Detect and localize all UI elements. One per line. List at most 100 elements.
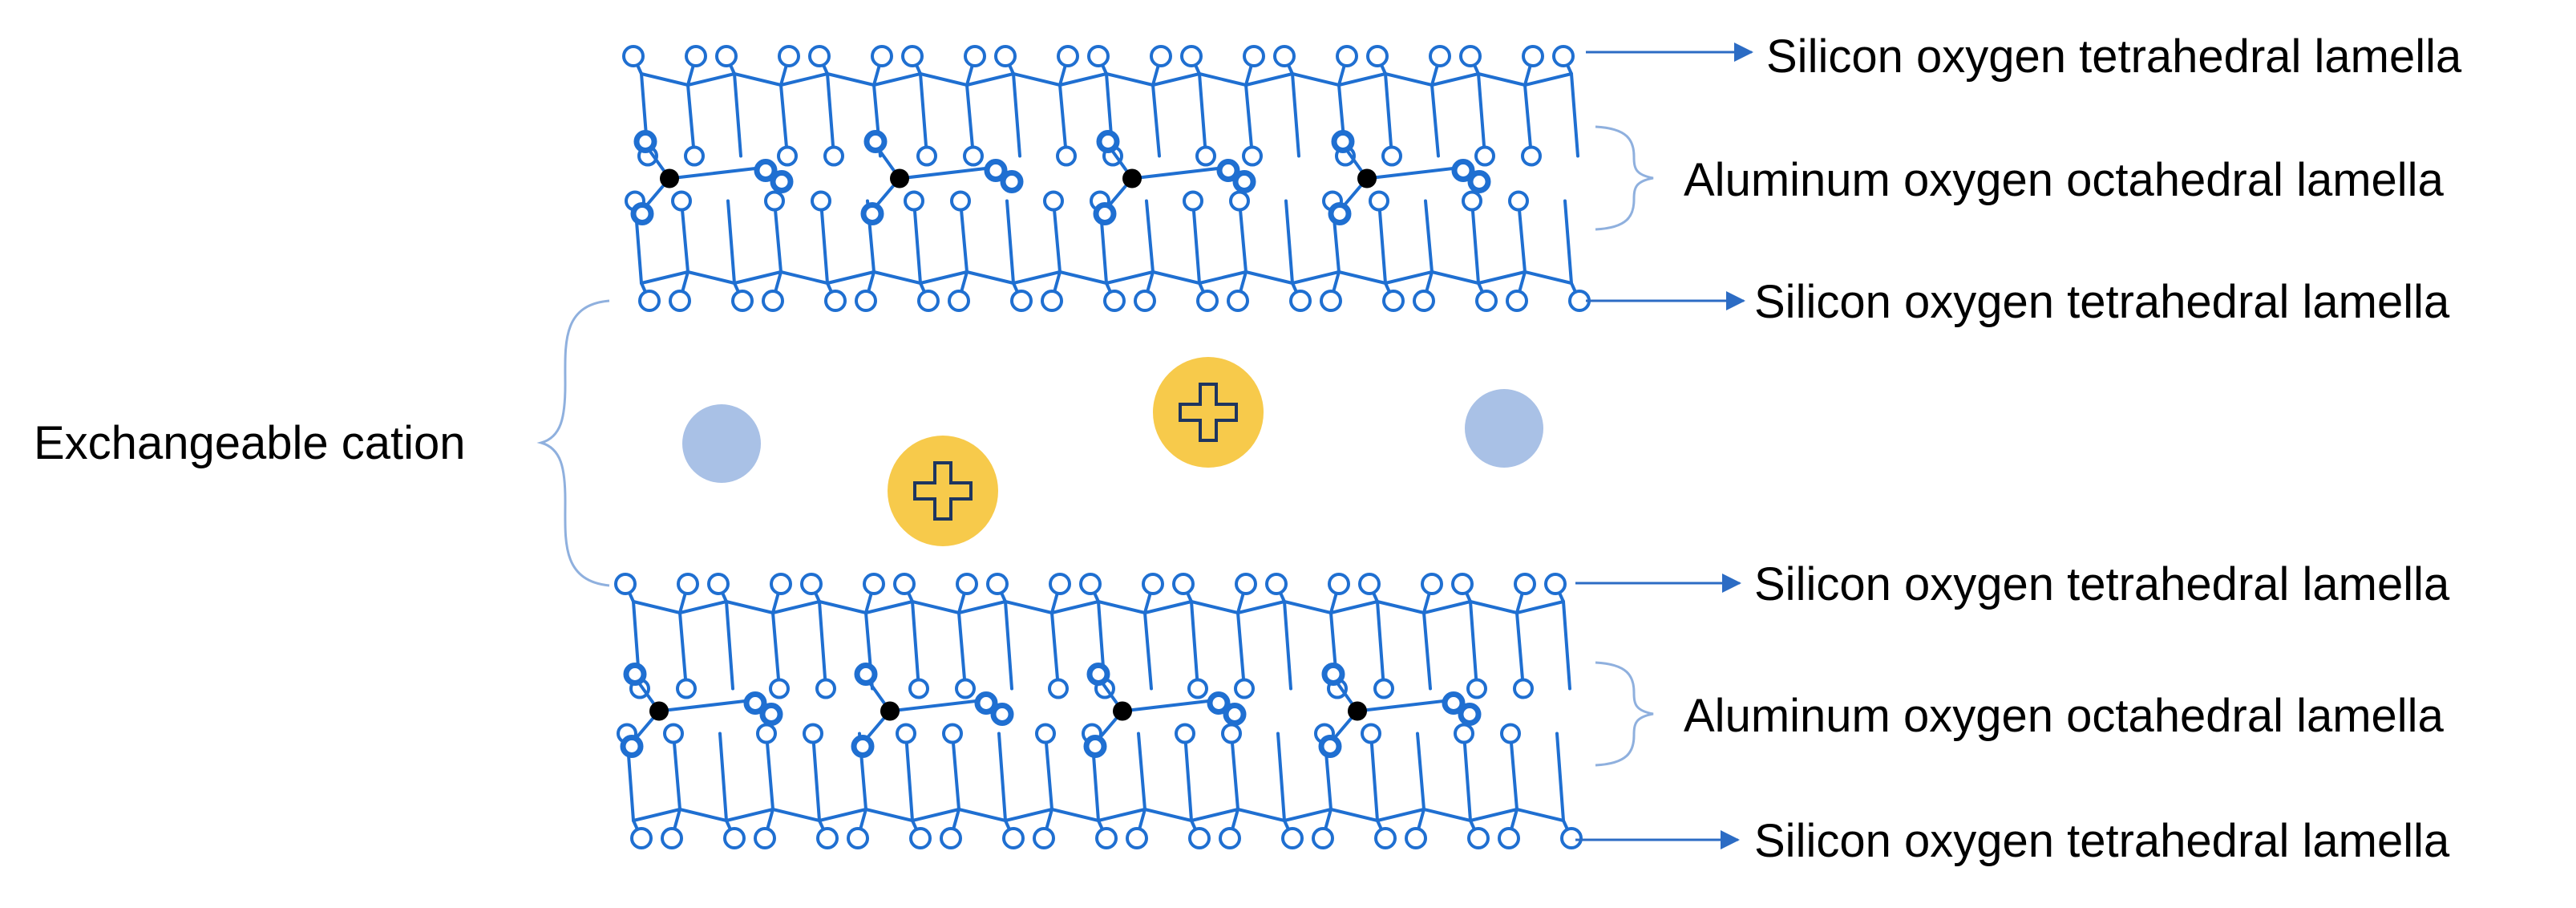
bond <box>1356 698 1455 713</box>
oxygen-atom <box>1451 573 1474 595</box>
bond <box>1284 199 1294 285</box>
bond <box>1469 600 1478 691</box>
oxygen-atom <box>986 573 1009 595</box>
oxygen-atom <box>777 145 798 167</box>
bond <box>826 72 835 158</box>
bond <box>959 199 969 274</box>
bond <box>1145 199 1155 274</box>
bond <box>678 611 688 691</box>
aluminum-atom <box>1113 701 1132 721</box>
hydroxyl-oxygen <box>1467 170 1491 193</box>
oxygen-atom <box>871 45 893 67</box>
oxygen-atom <box>1041 290 1063 312</box>
hydroxyl-oxygen <box>1321 663 1345 686</box>
bond <box>1198 72 1207 158</box>
bond <box>1517 199 1527 274</box>
oxygen-atom <box>1057 45 1079 67</box>
oxygen-atom <box>1429 45 1451 67</box>
oxygen-atom <box>661 827 683 849</box>
oxygen-atom <box>1229 190 1250 212</box>
bond <box>1143 611 1153 691</box>
oxygen-atom <box>1172 573 1195 595</box>
oxygen-atom <box>764 190 785 212</box>
cation-charged-1 <box>888 436 998 546</box>
oxygen-atom <box>1103 290 1126 312</box>
oxygen-atom <box>1035 723 1056 744</box>
oxygen-atom <box>731 290 754 312</box>
oxygen-atom <box>1196 290 1219 312</box>
oxygen-atom <box>964 45 986 67</box>
hydroxyl-oxygen <box>1318 735 1342 758</box>
oxygen-atom <box>1188 827 1211 849</box>
hydroxyl-oxygen <box>1096 130 1120 153</box>
oxygen-atom <box>803 723 823 744</box>
bond <box>718 732 728 822</box>
oxygen-atom <box>1374 827 1397 849</box>
oxygen-atom <box>800 573 823 595</box>
oxygen-atom <box>1459 45 1482 67</box>
oxygen-atom <box>1475 290 1498 312</box>
hydroxyl-oxygen <box>633 130 657 153</box>
oxygen-atom <box>1056 145 1077 167</box>
hydroxyl-oxygen <box>1232 170 1256 193</box>
oxygen-atom <box>671 190 692 212</box>
bond <box>657 698 757 713</box>
bond <box>771 611 781 691</box>
cation-plain-1 <box>682 404 761 483</box>
bond <box>1424 199 1434 274</box>
oxygen-atom <box>622 45 645 67</box>
hydroxyl-oxygen <box>1451 159 1475 182</box>
hydroxyl-oxygen <box>860 202 884 225</box>
oxygen-atom <box>1281 827 1304 849</box>
oxygen-atom <box>1358 573 1381 595</box>
oxygen-atom <box>1183 190 1203 212</box>
bond <box>1562 600 1571 691</box>
bond <box>672 732 681 811</box>
bond <box>965 83 975 158</box>
bond <box>726 199 736 285</box>
oxygen-atom <box>1336 45 1358 67</box>
oxygen-atom <box>1187 678 1208 699</box>
oxygen-atom <box>723 827 746 849</box>
bond <box>1291 72 1300 158</box>
oxygen-atom <box>1474 145 1495 167</box>
oxygen-atom <box>901 45 924 67</box>
oxygen-atom <box>1175 723 1195 744</box>
oxygen-atom <box>769 678 790 699</box>
hydroxyl-oxygen <box>1000 170 1024 193</box>
bond <box>1236 611 1246 691</box>
hydroxyl-oxygen <box>770 170 794 193</box>
oxygen-atom <box>770 573 792 595</box>
oxygen-atom <box>754 827 776 849</box>
oxygen-atom <box>762 290 784 312</box>
bond <box>1470 199 1480 285</box>
aluminum-atom <box>890 168 909 188</box>
oxygen-atom <box>917 290 940 312</box>
label-si-top-1: Silicon oxygen tetrahedral lamella <box>1766 30 2462 83</box>
bond <box>1005 199 1015 285</box>
bond <box>1276 732 1286 822</box>
oxygen-atom <box>1462 190 1482 212</box>
oxygen-atom <box>1366 45 1389 67</box>
oxygen-atom <box>1454 723 1474 744</box>
oxygen-atom <box>1467 827 1490 849</box>
oxygen-atom <box>1242 145 1263 167</box>
oxygen-atom <box>1369 190 1389 212</box>
bond <box>1044 732 1053 811</box>
aluminum-atom <box>1357 168 1377 188</box>
bond <box>1191 199 1201 285</box>
bond <box>1509 732 1519 811</box>
hydroxyl-oxygen <box>1216 159 1240 182</box>
oxygen-atom <box>715 45 738 67</box>
hydroxyl-oxygen <box>743 691 767 715</box>
oxygen-atom <box>942 723 963 744</box>
bond <box>1515 611 1525 691</box>
bond <box>1365 165 1465 180</box>
oxygen-atom <box>855 290 877 312</box>
bond <box>1462 732 1472 822</box>
bond <box>1570 72 1579 158</box>
aluminum-atom <box>880 701 900 721</box>
label-exchangeable-cation: Exchangeable cation <box>34 417 466 469</box>
oxygen-atom <box>669 290 691 312</box>
